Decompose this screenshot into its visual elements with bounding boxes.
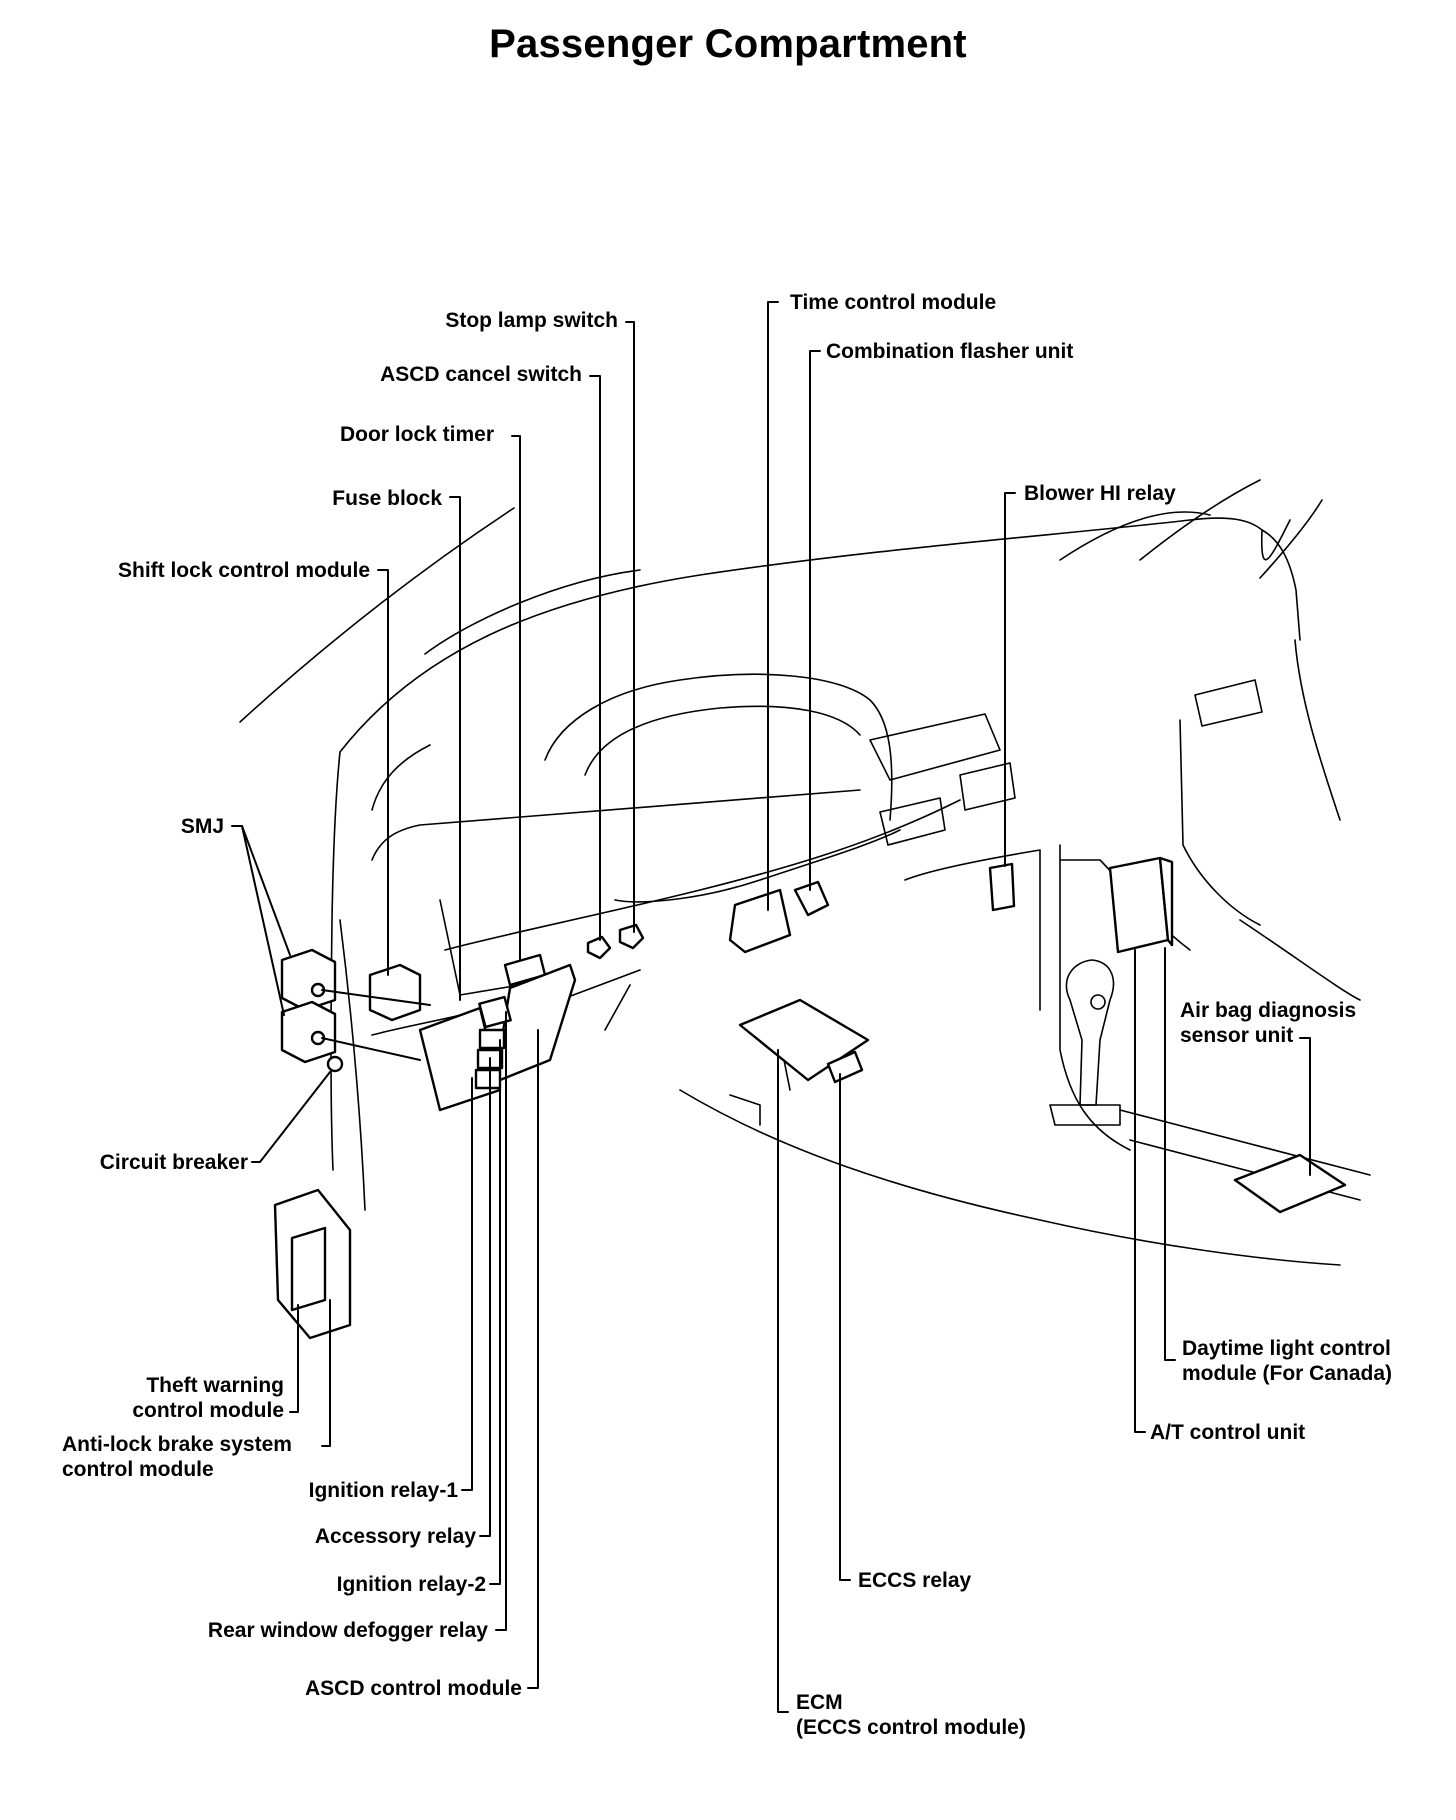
eccs-relay-part: [826, 1050, 864, 1084]
circuit-breaker-part: [326, 1055, 344, 1073]
label-air-bag-diagnosis-sensor-unit: Air bag diagnosis sensor unit: [1180, 998, 1356, 1048]
smj-connectors: [280, 948, 337, 1064]
abs-module-part: [290, 1226, 327, 1312]
label-ecm-line2: (ECCS control module): [796, 1716, 1026, 1739]
label-fuse-block: Fuse block: [332, 487, 442, 510]
label-air-bag-line2: sensor unit: [1180, 1024, 1294, 1047]
label-at-control-unit: A/T control unit: [1150, 1421, 1306, 1444]
shift-lock-module-part: [368, 963, 422, 1022]
page-title: Passenger Compartment: [489, 22, 967, 66]
dashboard-outline: [239, 479, 1371, 1266]
label-shift-lock-control-module: Shift lock control module: [117, 559, 370, 582]
ascd-cancel-switch-part: [586, 935, 612, 960]
air-bag-sensor-part: [1233, 1153, 1347, 1214]
label-daytime-line1: Daytime light control: [1182, 1337, 1391, 1360]
label-ascd-control-module: ASCD control module: [304, 1677, 522, 1700]
label-ignition-relay-2: Ignition relay-2: [336, 1573, 486, 1596]
label-eccs-relay: ECCS relay: [858, 1569, 972, 1592]
label-ascd-cancel-switch: ASCD cancel switch: [380, 363, 582, 386]
blower-hi-relay-part: [988, 862, 1016, 912]
label-theft-warning-control-module: Theft warning control module: [132, 1373, 284, 1423]
label-combination-flasher-unit: Combination flasher unit: [826, 340, 1074, 363]
label-stop-lamp-switch: Stop lamp switch: [445, 309, 618, 332]
label-door-lock-timer: Door lock timer: [339, 423, 494, 446]
combination-flasher-part: [793, 880, 830, 917]
label-daytime-line2: module (For Canada): [1182, 1362, 1393, 1385]
label-ecm: ECM (ECCS control module): [796, 1690, 1026, 1740]
label-theft-warning-line2: control module: [132, 1399, 284, 1422]
daytime-light-module-part: [1158, 856, 1174, 947]
label-time-control-module: Time control module: [790, 291, 997, 314]
label-ignition-relay-1: Ignition relay-1: [308, 1479, 458, 1502]
label-accessory-relay: Accessory relay: [314, 1525, 476, 1548]
label-abs-line2: control module: [62, 1458, 214, 1481]
label-abs-line1: Anti-lock brake system: [62, 1433, 292, 1456]
label-abs-control-module: Anti-lock brake system control module: [62, 1432, 292, 1482]
label-smj: SMJ: [180, 815, 224, 838]
label-blower-hi-relay: Blower HI relay: [1024, 482, 1176, 505]
at-control-unit-part: [1108, 856, 1170, 954]
stop-lamp-switch-part: [618, 923, 645, 950]
label-ecm-line1: ECM: [796, 1691, 843, 1714]
label-air-bag-line1: Air bag diagnosis: [1180, 999, 1357, 1022]
label-theft-warning-line1: Theft warning: [146, 1374, 284, 1397]
label-rear-window-defogger-relay: Rear window defogger relay: [207, 1619, 488, 1642]
leader-lines: [231, 301, 1311, 1713]
label-circuit-breaker: Circuit breaker: [99, 1151, 248, 1174]
time-control-module-part: [728, 888, 792, 954]
label-daytime-light-control-module: Daytime light control module (For Canada…: [1182, 1336, 1392, 1386]
